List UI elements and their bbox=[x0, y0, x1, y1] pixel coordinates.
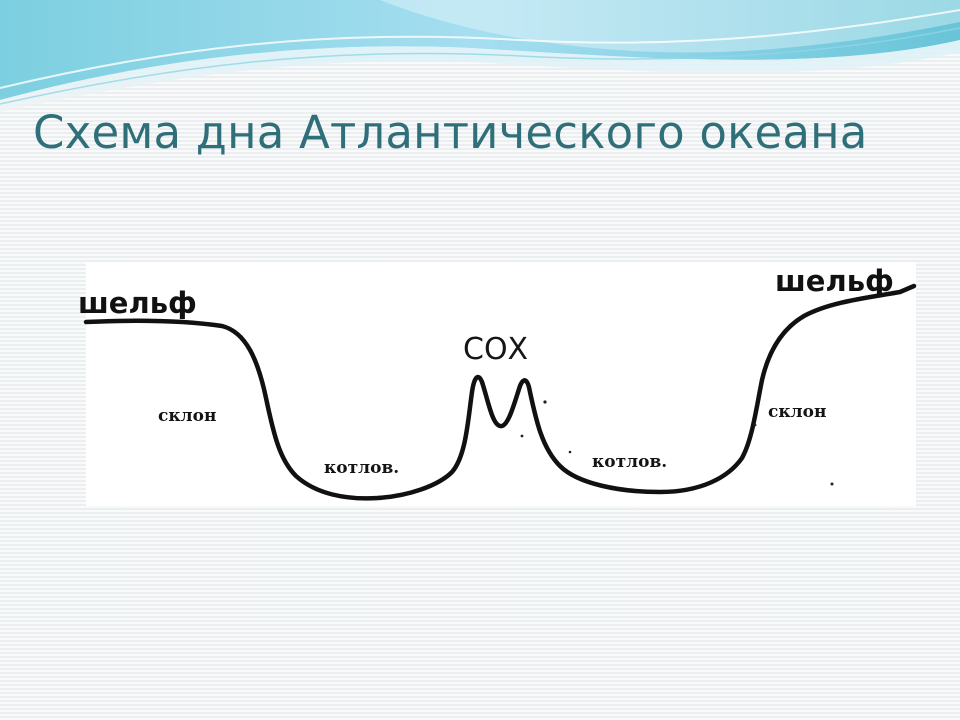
speck-dot bbox=[543, 400, 547, 404]
slide-title: Схема дна Атлантического океана bbox=[33, 106, 868, 159]
speck-dot bbox=[830, 482, 834, 486]
label-slope-left: склон bbox=[158, 406, 216, 426]
header-wave-decoration bbox=[0, 0, 960, 112]
label-shelf-left: шельф bbox=[78, 286, 197, 320]
label-mid-ocean-ridge: СОХ bbox=[463, 332, 528, 367]
diagram-panel bbox=[86, 262, 916, 506]
label-basin-right: котлов. bbox=[592, 452, 667, 472]
speck-dot bbox=[753, 423, 757, 427]
label-shelf-right: шельф bbox=[775, 264, 894, 298]
speck-dot bbox=[520, 434, 524, 438]
speck-dot bbox=[568, 450, 572, 454]
label-basin-left: котлов. bbox=[324, 458, 399, 478]
label-slope-right: склон bbox=[768, 402, 826, 422]
ocean-floor-profile-line bbox=[83, 283, 917, 501]
